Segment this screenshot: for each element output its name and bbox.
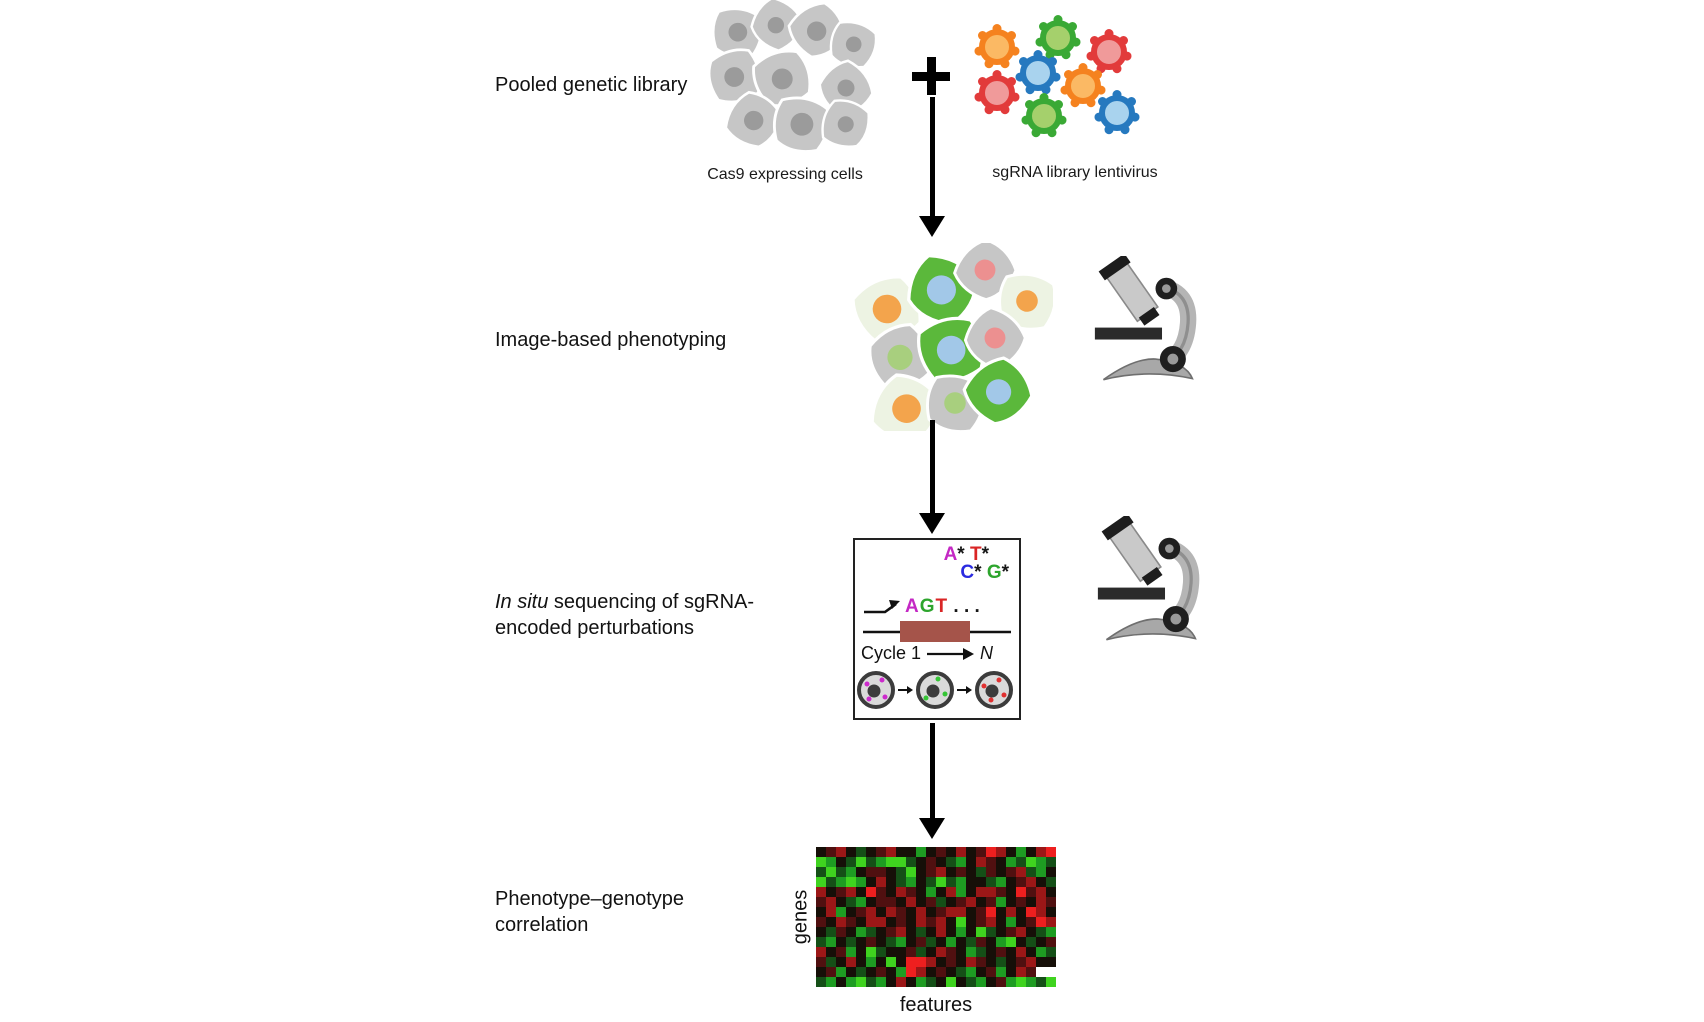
heatmap-y-axis-label: genes: [789, 889, 812, 945]
microscope-icon-2: [1096, 516, 1208, 644]
cas9-cells-caption: Cas9 expressing cells: [707, 166, 863, 183]
lentivirus-cluster-illustration: [974, 15, 1140, 138]
cycle-row: Cycle 1 N: [861, 643, 993, 664]
base-call-line1: A* T*: [943, 544, 989, 565]
insitu-rest: sequencing of sgRNA-: [548, 591, 755, 613]
base-call-line2: C* G*: [960, 562, 1009, 583]
lentivirus-caption: sgRNA library lentivirus: [992, 164, 1158, 181]
insitu-sequencing-label: In situ sequencing of sgRNA- encoded per…: [495, 589, 815, 641]
heatmap-x-axis-label: features: [899, 994, 973, 1016]
primer-arrow-icon: [864, 600, 900, 614]
phenotyping-cells-illustration: [845, 243, 1053, 431]
phenotype-genotype-label: Phenotype–genotype correlation: [495, 886, 684, 938]
cycle-cells-illustration: [857, 671, 1013, 709]
flow-arrow-1-shaft: [930, 97, 935, 217]
cycle-n-label: N: [980, 643, 994, 663]
phenotype-genotype-line1: Phenotype–genotype: [495, 888, 685, 910]
phenotype-genotype-line2: correlation: [495, 914, 589, 936]
plus-icon: [912, 57, 950, 95]
flow-arrow-2-shaft: [930, 420, 935, 514]
insitu-line2: encoded perturbations: [495, 617, 695, 639]
pooled-library-label: Pooled genetic library: [495, 74, 688, 96]
flow-arrow-2-head: [919, 513, 945, 534]
cycle-label: Cycle 1: [861, 643, 922, 663]
image-phenotyping-label: Image-based phenotyping: [495, 329, 727, 351]
flow-arrow-3-shaft: [930, 723, 935, 819]
microscope-icon: [1093, 256, 1205, 384]
cas9-cells-illustration: [705, 0, 883, 155]
flow-arrow-3-head: [919, 818, 945, 839]
insitu-italic: In situ: [495, 591, 549, 613]
flow-arrow-1-head: [919, 216, 945, 237]
base-call-letters: A* T* C* G*: [944, 544, 1009, 583]
cycle-arrow-icon: [927, 647, 975, 660]
amplicon-illustration: [863, 621, 1011, 642]
heatmap-grid: [816, 847, 1056, 987]
